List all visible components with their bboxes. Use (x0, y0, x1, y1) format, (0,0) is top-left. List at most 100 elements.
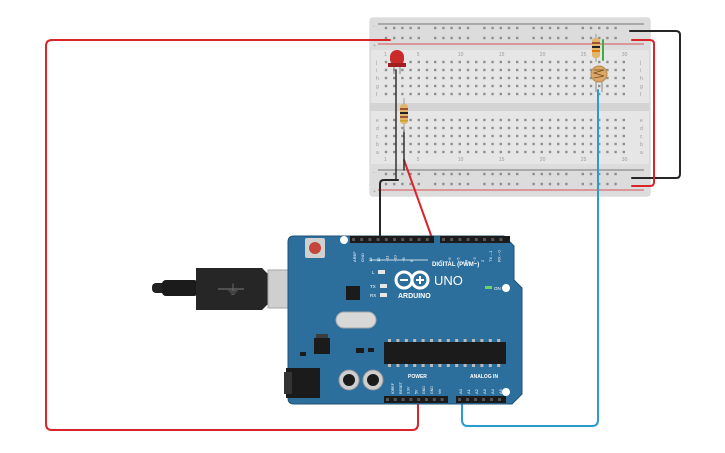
terminal-hole[interactable] (425, 142, 429, 146)
terminal-hole[interactable] (409, 68, 412, 72)
terminal-hole[interactable] (450, 76, 453, 80)
rail-hole[interactable] (532, 182, 535, 186)
terminal-hole[interactable] (532, 126, 535, 130)
terminal-hole[interactable] (434, 76, 437, 80)
terminal-hole[interactable] (483, 150, 486, 154)
rail-hole[interactable] (491, 26, 494, 30)
red-led[interactable] (388, 50, 406, 74)
rail-hole[interactable] (384, 36, 388, 40)
terminal-hole[interactable] (475, 118, 478, 122)
terminal-hole[interactable] (524, 150, 527, 154)
terminal-hole[interactable] (573, 134, 576, 138)
rail-hole[interactable] (409, 172, 412, 176)
terminal-hole[interactable] (589, 150, 593, 154)
header-socket[interactable] (386, 398, 389, 401)
terminal-hole[interactable] (442, 126, 445, 130)
terminal-hole[interactable] (425, 60, 429, 64)
terminal-hole[interactable] (606, 126, 609, 130)
terminal-hole[interactable] (516, 150, 519, 154)
photoresistor[interactable] (590, 65, 608, 92)
rail-hole[interactable] (598, 26, 601, 30)
terminal-hole[interactable] (401, 150, 404, 154)
rail-hole[interactable] (384, 172, 388, 176)
terminal-hole[interactable] (581, 60, 584, 64)
terminal-hole[interactable] (565, 126, 568, 130)
rail-hole[interactable] (532, 36, 535, 40)
terminal-hole[interactable] (532, 150, 535, 154)
header-socket[interactable] (368, 238, 372, 241)
terminal-hole[interactable] (466, 84, 470, 88)
terminal-hole[interactable] (565, 134, 568, 138)
terminal-hole[interactable] (524, 68, 527, 72)
terminal-hole[interactable] (573, 142, 576, 146)
terminal-hole[interactable] (409, 150, 412, 154)
wire-pin9-to-resistor[interactable] (403, 159, 433, 239)
terminal-hole[interactable] (417, 92, 420, 96)
terminal-hole[interactable] (483, 142, 486, 146)
rail-hole[interactable] (606, 26, 609, 30)
terminal-hole[interactable] (614, 92, 617, 96)
terminal-hole[interactable] (524, 84, 527, 88)
terminal-hole[interactable] (499, 60, 502, 64)
rail-hole[interactable] (409, 182, 412, 186)
header-socket[interactable] (432, 398, 436, 401)
terminal-hole[interactable] (548, 84, 552, 88)
rail-hole[interactable] (483, 26, 486, 30)
header-socket[interactable] (393, 398, 397, 401)
terminal-hole[interactable] (507, 126, 511, 130)
terminal-hole[interactable] (434, 126, 437, 130)
terminal-hole[interactable] (606, 68, 609, 72)
terminal-hole[interactable] (524, 134, 527, 138)
rail-hole[interactable] (565, 182, 568, 186)
header-socket[interactable] (483, 238, 486, 241)
rail-hole[interactable] (589, 182, 593, 186)
terminal-hole[interactable] (532, 118, 535, 122)
rail-hole[interactable] (434, 26, 437, 30)
rail-hole[interactable] (614, 172, 617, 176)
terminal-hole[interactable] (458, 118, 461, 122)
rail-hole[interactable] (499, 172, 502, 176)
header-socket[interactable] (393, 238, 396, 241)
rail-hole[interactable] (499, 36, 502, 40)
terminal-hole[interactable] (499, 134, 502, 138)
rail-hole[interactable] (581, 36, 584, 40)
terminal-hole[interactable] (425, 84, 429, 88)
terminal-hole[interactable] (581, 142, 584, 146)
terminal-hole[interactable] (425, 68, 429, 72)
terminal-hole[interactable] (532, 60, 535, 64)
terminal-hole[interactable] (491, 84, 494, 88)
rail-hole[interactable] (507, 172, 511, 176)
terminal-hole[interactable] (573, 84, 576, 88)
terminal-hole[interactable] (548, 68, 552, 72)
terminal-hole[interactable] (622, 60, 625, 64)
terminal-hole[interactable] (557, 84, 560, 88)
terminal-hole[interactable] (499, 84, 502, 88)
terminal-hole[interactable] (573, 150, 576, 154)
terminal-hole[interactable] (622, 150, 625, 154)
terminal-hole[interactable] (384, 134, 388, 138)
terminal-hole[interactable] (622, 118, 625, 122)
terminal-hole[interactable] (434, 150, 437, 154)
terminal-hole[interactable] (401, 134, 404, 138)
terminal-hole[interactable] (384, 76, 388, 80)
terminal-hole[interactable] (598, 84, 601, 88)
terminal-hole[interactable] (384, 118, 388, 122)
rail-hole[interactable] (442, 182, 445, 186)
terminal-hole[interactable] (524, 126, 527, 130)
terminal-hole[interactable] (573, 118, 576, 122)
terminal-hole[interactable] (384, 92, 388, 96)
rail-hole[interactable] (557, 36, 560, 40)
terminal-hole[interactable] (417, 126, 420, 130)
terminal-hole[interactable] (507, 150, 511, 154)
terminal-hole[interactable] (483, 60, 486, 64)
terminal-hole[interactable] (507, 76, 511, 80)
terminal-hole[interactable] (458, 84, 461, 88)
terminal-hole[interactable] (466, 134, 470, 138)
terminal-hole[interactable] (401, 68, 404, 72)
terminal-hole[interactable] (466, 126, 470, 130)
terminal-hole[interactable] (557, 134, 560, 138)
rail-hole[interactable] (450, 182, 453, 186)
terminal-hole[interactable] (384, 142, 388, 146)
terminal-hole[interactable] (540, 84, 543, 88)
terminal-hole[interactable] (458, 134, 461, 138)
